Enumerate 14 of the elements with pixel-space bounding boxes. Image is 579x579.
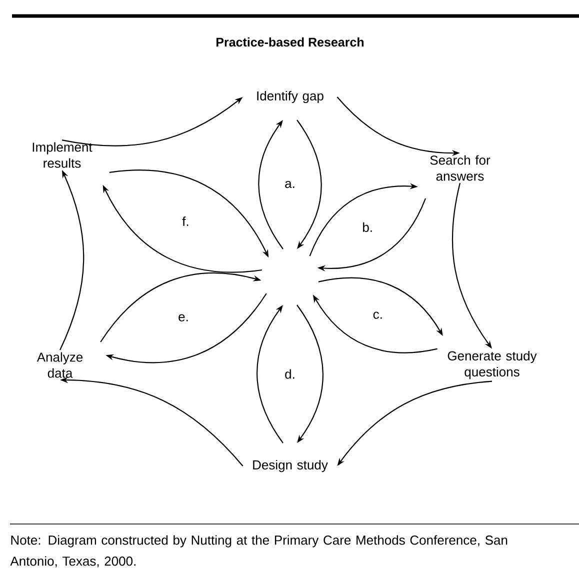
petal-letter: d.	[285, 369, 294, 379]
step-label: Identify gap	[257, 90, 324, 104]
petal-letter: a.	[285, 180, 294, 188]
petal-letter: c.	[373, 312, 382, 319]
petal-letter: f.	[182, 216, 188, 226]
note: Note: Diagram constructed by Nutting at the Primary Care Methods Conference, San Antonio, Texas, 2000.	[10, 535, 508, 568]
title: Practice-based Research	[216, 37, 364, 47]
petal-letter: e.	[178, 314, 188, 322]
petal-letter: b.	[363, 222, 372, 232]
step-label: Generate study questions	[448, 350, 537, 380]
step-label: Search for answers	[430, 155, 490, 181]
step-label: Implement results	[32, 142, 92, 168]
step-label: Design study	[253, 460, 328, 472]
step-label: Analyze data	[36, 352, 83, 378]
